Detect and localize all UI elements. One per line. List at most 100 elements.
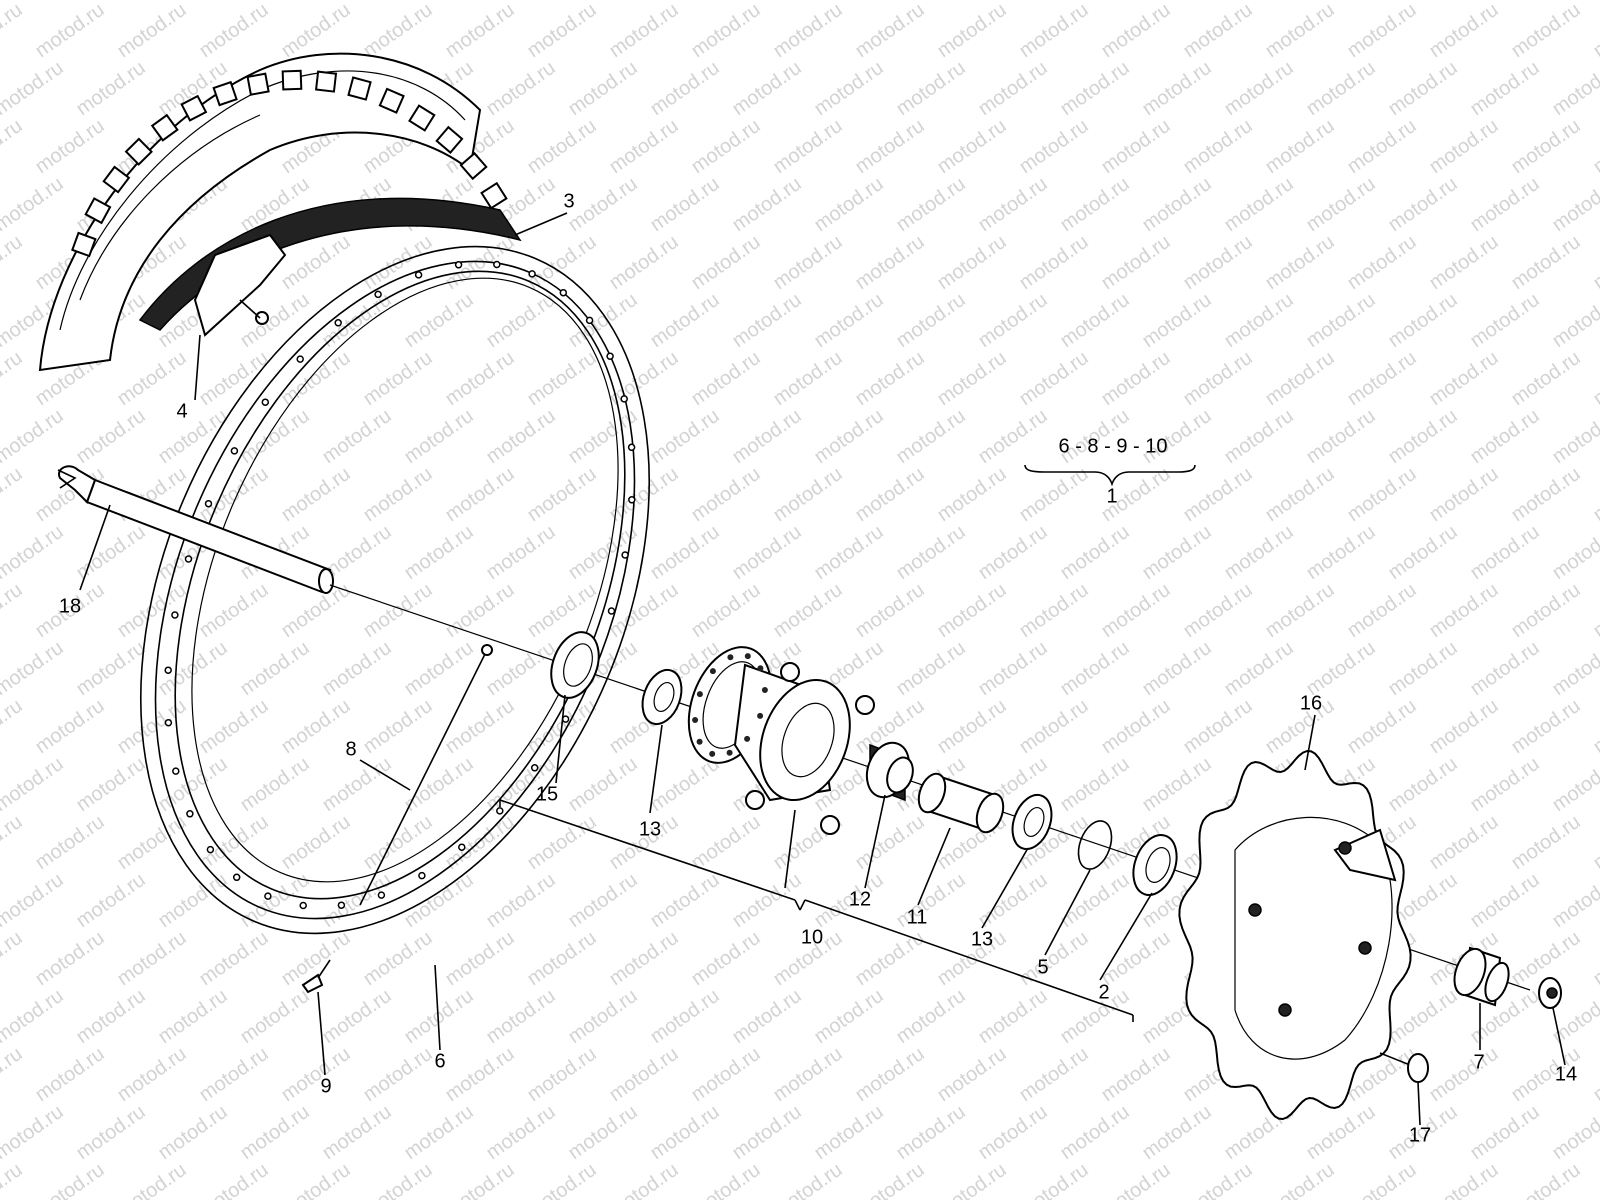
rim-hole: [299, 901, 307, 910]
watermark-text: motod.ru: [400, 521, 477, 584]
watermark-text: motod.ru: [687, 115, 764, 178]
watermark-text: motod.ru: [687, 1043, 764, 1106]
watermark-text: motod.ru: [318, 985, 395, 1048]
watermark-text: motod.ru: [1466, 753, 1543, 816]
watermark-text: motod.ru: [441, 347, 518, 410]
watermark-text: motod.ru: [1466, 869, 1543, 932]
watermark-text: motod.ru: [1097, 1043, 1174, 1106]
watermark-text: motod.ru: [236, 637, 313, 700]
rim-hole: [204, 499, 213, 508]
watermark-text: motod.ru: [72, 1101, 149, 1164]
watermark-text: motod.ru: [892, 57, 969, 120]
watermark-text: motod.ru: [1056, 985, 1133, 1048]
watermark-text: motod.ru: [1425, 231, 1502, 294]
label-5: 5: [1037, 956, 1048, 978]
watermark-text: motod.ru: [1056, 57, 1133, 120]
watermark-text: motod.ru: [687, 231, 764, 294]
watermark-text: motod.ru: [1302, 289, 1379, 352]
hub-hole: [757, 712, 764, 719]
watermark-text: motod.ru: [646, 405, 723, 468]
watermark-text: motod.ru: [1589, 231, 1600, 294]
label-7: 7: [1473, 1051, 1484, 1073]
watermark-text: motod.ru: [1220, 521, 1297, 584]
watermark-text: motod.ru: [810, 289, 887, 352]
label-15: 15: [536, 783, 558, 805]
watermark-text: motod.ru: [523, 347, 600, 410]
watermark-text: motod.ru: [359, 1043, 436, 1106]
watermark-text: motod.ru: [0, 579, 27, 642]
rim-hole: [232, 873, 241, 882]
watermark-text: motod.ru: [0, 521, 68, 584]
watermark-text: motod.ru: [1015, 927, 1092, 990]
watermark-text: motod.ru: [892, 0, 969, 4]
watermark-text: motod.ru: [113, 1043, 190, 1106]
watermark-text: motod.ru: [1015, 347, 1092, 410]
watermark-text: motod.ru: [605, 579, 682, 642]
watermark-text: motod.ru: [72, 753, 149, 816]
watermark-text: motod.ru: [1507, 1159, 1584, 1200]
watermark-text: motod.ru: [974, 1101, 1051, 1164]
watermark-text: motod.ru: [523, 115, 600, 178]
watermark-text: motod.ru: [1507, 0, 1584, 62]
watermark-text: motod.ru: [933, 695, 1010, 758]
watermark-text: motod.ru: [154, 0, 231, 4]
watermark-text: motod.ru: [31, 811, 108, 874]
watermark-text: motod.ru: [1056, 173, 1133, 236]
watermark-text: motod.ru: [769, 115, 846, 178]
watermark-text: motod.ru: [605, 1159, 682, 1200]
label-13-right: 13: [971, 928, 993, 950]
watermark-text: motod.ru: [1548, 289, 1600, 352]
watermark-text: motod.ru: [72, 521, 149, 584]
rim-hole: [627, 443, 636, 452]
rim-hole: [628, 496, 636, 504]
watermark-text: motod.ru: [728, 289, 805, 352]
watermark-text: motod.ru: [359, 0, 436, 62]
watermark-text: motod.ru: [605, 927, 682, 990]
watermark-text: motod.ru: [195, 0, 272, 62]
watermark-text: motod.ru: [1261, 463, 1338, 526]
watermark-text: motod.ru: [1015, 579, 1092, 642]
wheel-spacer: [1453, 946, 1510, 1007]
rim-spoke-holes: [164, 260, 636, 910]
watermark-text: motod.ru: [1261, 1159, 1338, 1200]
watermark-text: motod.ru: [1384, 985, 1461, 1048]
watermark-text: motod.ru: [851, 927, 928, 990]
watermark-text: motod.ru: [113, 811, 190, 874]
watermark-text: motod.ru: [1589, 811, 1600, 874]
tread-block: [124, 137, 153, 166]
watermark-text: motod.ru: [810, 985, 887, 1048]
tread-block: [281, 69, 303, 91]
watermark-text: motod.ru: [1343, 347, 1420, 410]
watermark-text: motod.ru: [564, 985, 641, 1048]
watermark-text: motod.ru: [277, 1159, 354, 1200]
tread-block: [212, 80, 238, 107]
watermark-text: motod.ru: [1179, 579, 1256, 642]
watermark-text: motod.ru: [810, 1101, 887, 1164]
watermark-text: motod.ru: [1384, 521, 1461, 584]
watermark-text: motod.ru: [1384, 753, 1461, 816]
watermark-text: motod.ru: [892, 173, 969, 236]
watermark-text: motod.ru: [1220, 405, 1297, 468]
watermark-text: motod.ru: [523, 1043, 600, 1106]
watermark-text: motod.ru: [892, 521, 969, 584]
hub-hole: [744, 653, 751, 660]
rim-hole: [374, 290, 382, 299]
watermark-text: motod.ru: [1220, 0, 1297, 4]
rim-hole: [606, 352, 614, 360]
watermark-text: motod.ru: [236, 0, 313, 4]
watermark-text: motod.ru: [359, 347, 436, 410]
watermark-text: motod.ru: [933, 0, 1010, 62]
axle-nut: [1538, 977, 1562, 1009]
rim-hole: [528, 270, 536, 278]
watermark-text: motod.ru: [0, 115, 27, 178]
watermark-text: motod.ru: [646, 57, 723, 120]
watermark-text: motod.ru: [1261, 115, 1338, 178]
watermark-text: motod.ru: [646, 985, 723, 1048]
rim-hole: [620, 395, 628, 403]
watermark-text: motod.ru: [1302, 173, 1379, 236]
watermark-text: motod.ru: [195, 579, 272, 642]
watermark-text: motod.ru: [31, 0, 108, 62]
watermark-text: motod.ru: [851, 1159, 928, 1200]
watermark-text: motod.ru: [1384, 57, 1461, 120]
